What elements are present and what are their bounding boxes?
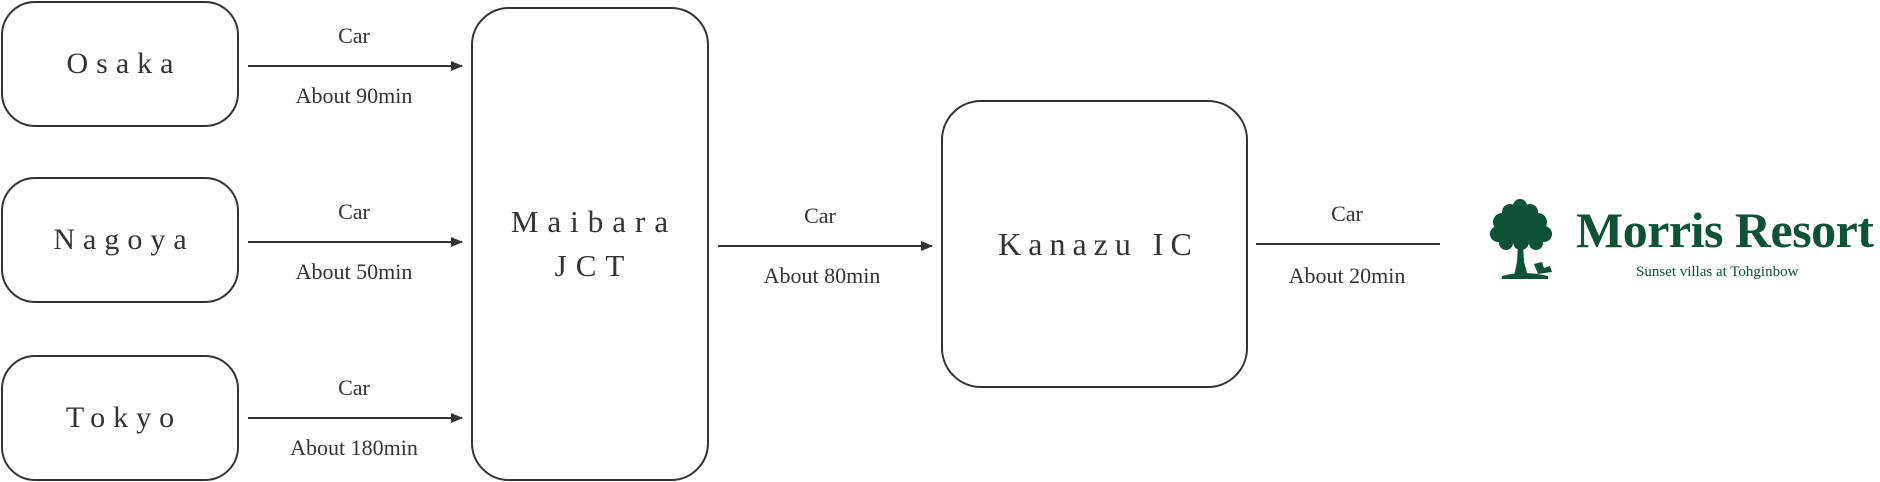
route-nagoya-duration: About 50min	[295, 259, 413, 284]
route-maibara-mode: Car	[804, 203, 836, 228]
logo-tagline: Sunset villas at Tohginbow	[1636, 264, 1799, 280]
route-tokyo-mode: Car	[338, 375, 370, 400]
logo-name: Morris Resort	[1576, 202, 1874, 258]
node-osaka: Osaka	[1, 1, 239, 127]
node-maibara-jct-label: Maibara JCT	[510, 204, 678, 283]
route-osaka-duration: About 90min	[295, 83, 413, 108]
morris-resort-logo: Morris Resort Sunset villas at Tohginbow	[1478, 192, 1880, 288]
node-tokyo: Tokyo	[1, 355, 239, 481]
route-kanazu-mode: Car	[1331, 201, 1363, 226]
node-maibara-jct: Maibara JCT	[471, 7, 709, 481]
node-nagoya-label: Nagoya	[53, 223, 195, 256]
node-osaka-label: Osaka	[66, 47, 182, 80]
route-maibara-duration: About 80min	[763, 263, 881, 288]
node-kanazu-ic-label: Kanazu IC	[998, 226, 1199, 262]
route-tokyo-duration: About 180min	[290, 435, 418, 460]
tree-logo-icon	[1490, 199, 1552, 279]
node-tokyo-label: Tokyo	[65, 401, 183, 434]
route-kanazu-duration: About 20min	[1288, 263, 1406, 288]
route-nagoya-mode: Car	[338, 199, 370, 224]
node-kanazu-ic: Kanazu IC	[941, 100, 1248, 388]
route-osaka-mode: Car	[338, 23, 370, 48]
node-nagoya: Nagoya	[1, 177, 239, 303]
